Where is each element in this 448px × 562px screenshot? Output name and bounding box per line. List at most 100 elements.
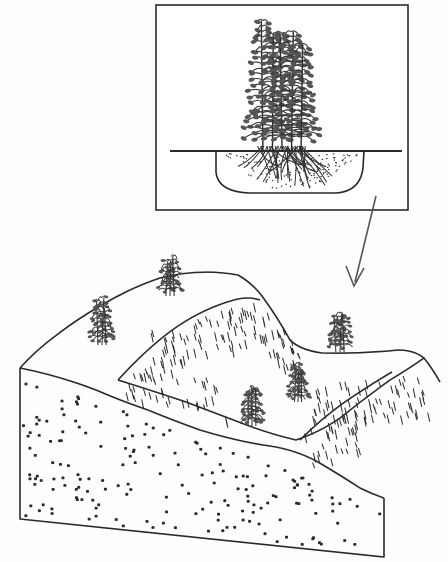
hatch-stroke	[331, 459, 333, 467]
soil-dot	[222, 530, 223, 531]
soil-dot	[243, 156, 244, 157]
hatch-stroke	[214, 385, 216, 395]
soil-dot	[175, 527, 176, 528]
hatch-stroke	[210, 319, 212, 327]
hatch-stroke	[326, 403, 328, 411]
soil-dot	[160, 473, 161, 474]
hatch-stroke	[325, 387, 327, 397]
soil-dot	[116, 519, 117, 520]
soil-dot	[237, 488, 238, 489]
slope-hatching	[126, 303, 430, 468]
hatch-stroke	[194, 349, 196, 358]
soil-dot	[290, 174, 291, 175]
soil-dot	[127, 484, 128, 485]
soil-dot	[52, 462, 53, 463]
soil-dot	[76, 497, 77, 498]
soil-dot	[62, 477, 63, 478]
soil-dot	[311, 491, 312, 492]
soil-dot	[348, 155, 349, 156]
soil-dot	[286, 174, 287, 175]
soil-dot	[280, 519, 281, 520]
soil-dot	[275, 496, 276, 497]
soil-dot	[29, 478, 30, 479]
soil-dot	[148, 447, 149, 448]
soil-dot	[163, 523, 164, 524]
hatch-stroke	[346, 438, 348, 446]
soil-dot	[202, 509, 203, 510]
soil-dot	[95, 516, 96, 517]
soil-dot	[300, 180, 301, 181]
soil-dot	[126, 414, 127, 415]
hatch-stroke	[221, 311, 223, 319]
soil-dot	[130, 489, 131, 490]
hatch-stroke	[229, 345, 231, 352]
soil-dot	[344, 163, 345, 164]
hatch-stroke	[140, 373, 142, 381]
hatch-stroke	[151, 367, 153, 376]
hatch-stroke	[250, 312, 252, 321]
hatch-stroke	[395, 385, 397, 395]
soil-dot	[233, 453, 234, 454]
soil-dot	[281, 186, 282, 187]
hatch-stroke	[327, 400, 329, 409]
hatch-stroke	[348, 387, 350, 396]
soil-dot	[332, 503, 333, 504]
soil-dot	[234, 527, 235, 528]
soil-dot	[286, 537, 287, 538]
soil-dot	[242, 510, 243, 511]
hatch-stroke	[383, 413, 385, 419]
hatch-stroke	[166, 402, 168, 408]
soil-dot	[208, 531, 209, 532]
soil-dot	[39, 435, 40, 436]
soil-dot	[345, 162, 346, 163]
soil-dot	[296, 503, 297, 504]
soil-dot	[230, 157, 231, 158]
soil-dot	[243, 475, 244, 476]
hatch-stroke	[286, 364, 288, 371]
hatch-stroke	[168, 397, 170, 405]
soil-dot	[227, 505, 228, 506]
soil-dot	[258, 523, 259, 524]
soil-dot	[357, 506, 358, 507]
hatch-stroke	[176, 379, 178, 385]
hatch-stroke	[355, 442, 357, 447]
soil-dot	[37, 476, 38, 477]
hatch-stroke	[391, 386, 393, 394]
soil-dot	[102, 480, 103, 481]
hatch-stroke	[205, 397, 207, 407]
inset-panel	[156, 5, 408, 210]
soil-dot	[135, 462, 136, 463]
soil-dot	[51, 513, 52, 514]
soil-dot	[334, 157, 335, 158]
soil-dot	[321, 176, 322, 177]
hatch-stroke	[403, 376, 405, 382]
soil-dot	[50, 441, 51, 442]
soil-dot	[25, 515, 26, 516]
soil-dot	[319, 155, 320, 156]
hatch-stroke	[272, 330, 274, 340]
hatch-stroke	[215, 332, 217, 341]
hatch-stroke	[180, 333, 182, 340]
soil-dot	[78, 487, 79, 488]
soil-dot	[322, 159, 323, 160]
soil-dot	[326, 158, 327, 159]
soil-dot	[125, 448, 126, 449]
soil-dot	[76, 401, 77, 402]
hatch-stroke	[359, 448, 361, 455]
hatch-stroke	[144, 389, 146, 396]
soil-dot	[220, 448, 221, 449]
hatch-stroke	[156, 395, 158, 403]
soil-dot	[35, 455, 36, 456]
hatch-stroke	[283, 358, 285, 365]
soil-dot	[331, 497, 332, 498]
hatch-stroke	[392, 407, 394, 414]
hatch-stroke	[245, 310, 247, 320]
soil-dot	[46, 421, 47, 422]
soil-dot	[77, 474, 78, 475]
soil-dot	[127, 426, 128, 427]
soil-dot	[242, 519, 243, 520]
soil-dot	[265, 475, 266, 476]
hatch-stroke	[403, 382, 405, 389]
hatch-stroke	[245, 340, 247, 350]
soil-dot	[200, 449, 201, 450]
